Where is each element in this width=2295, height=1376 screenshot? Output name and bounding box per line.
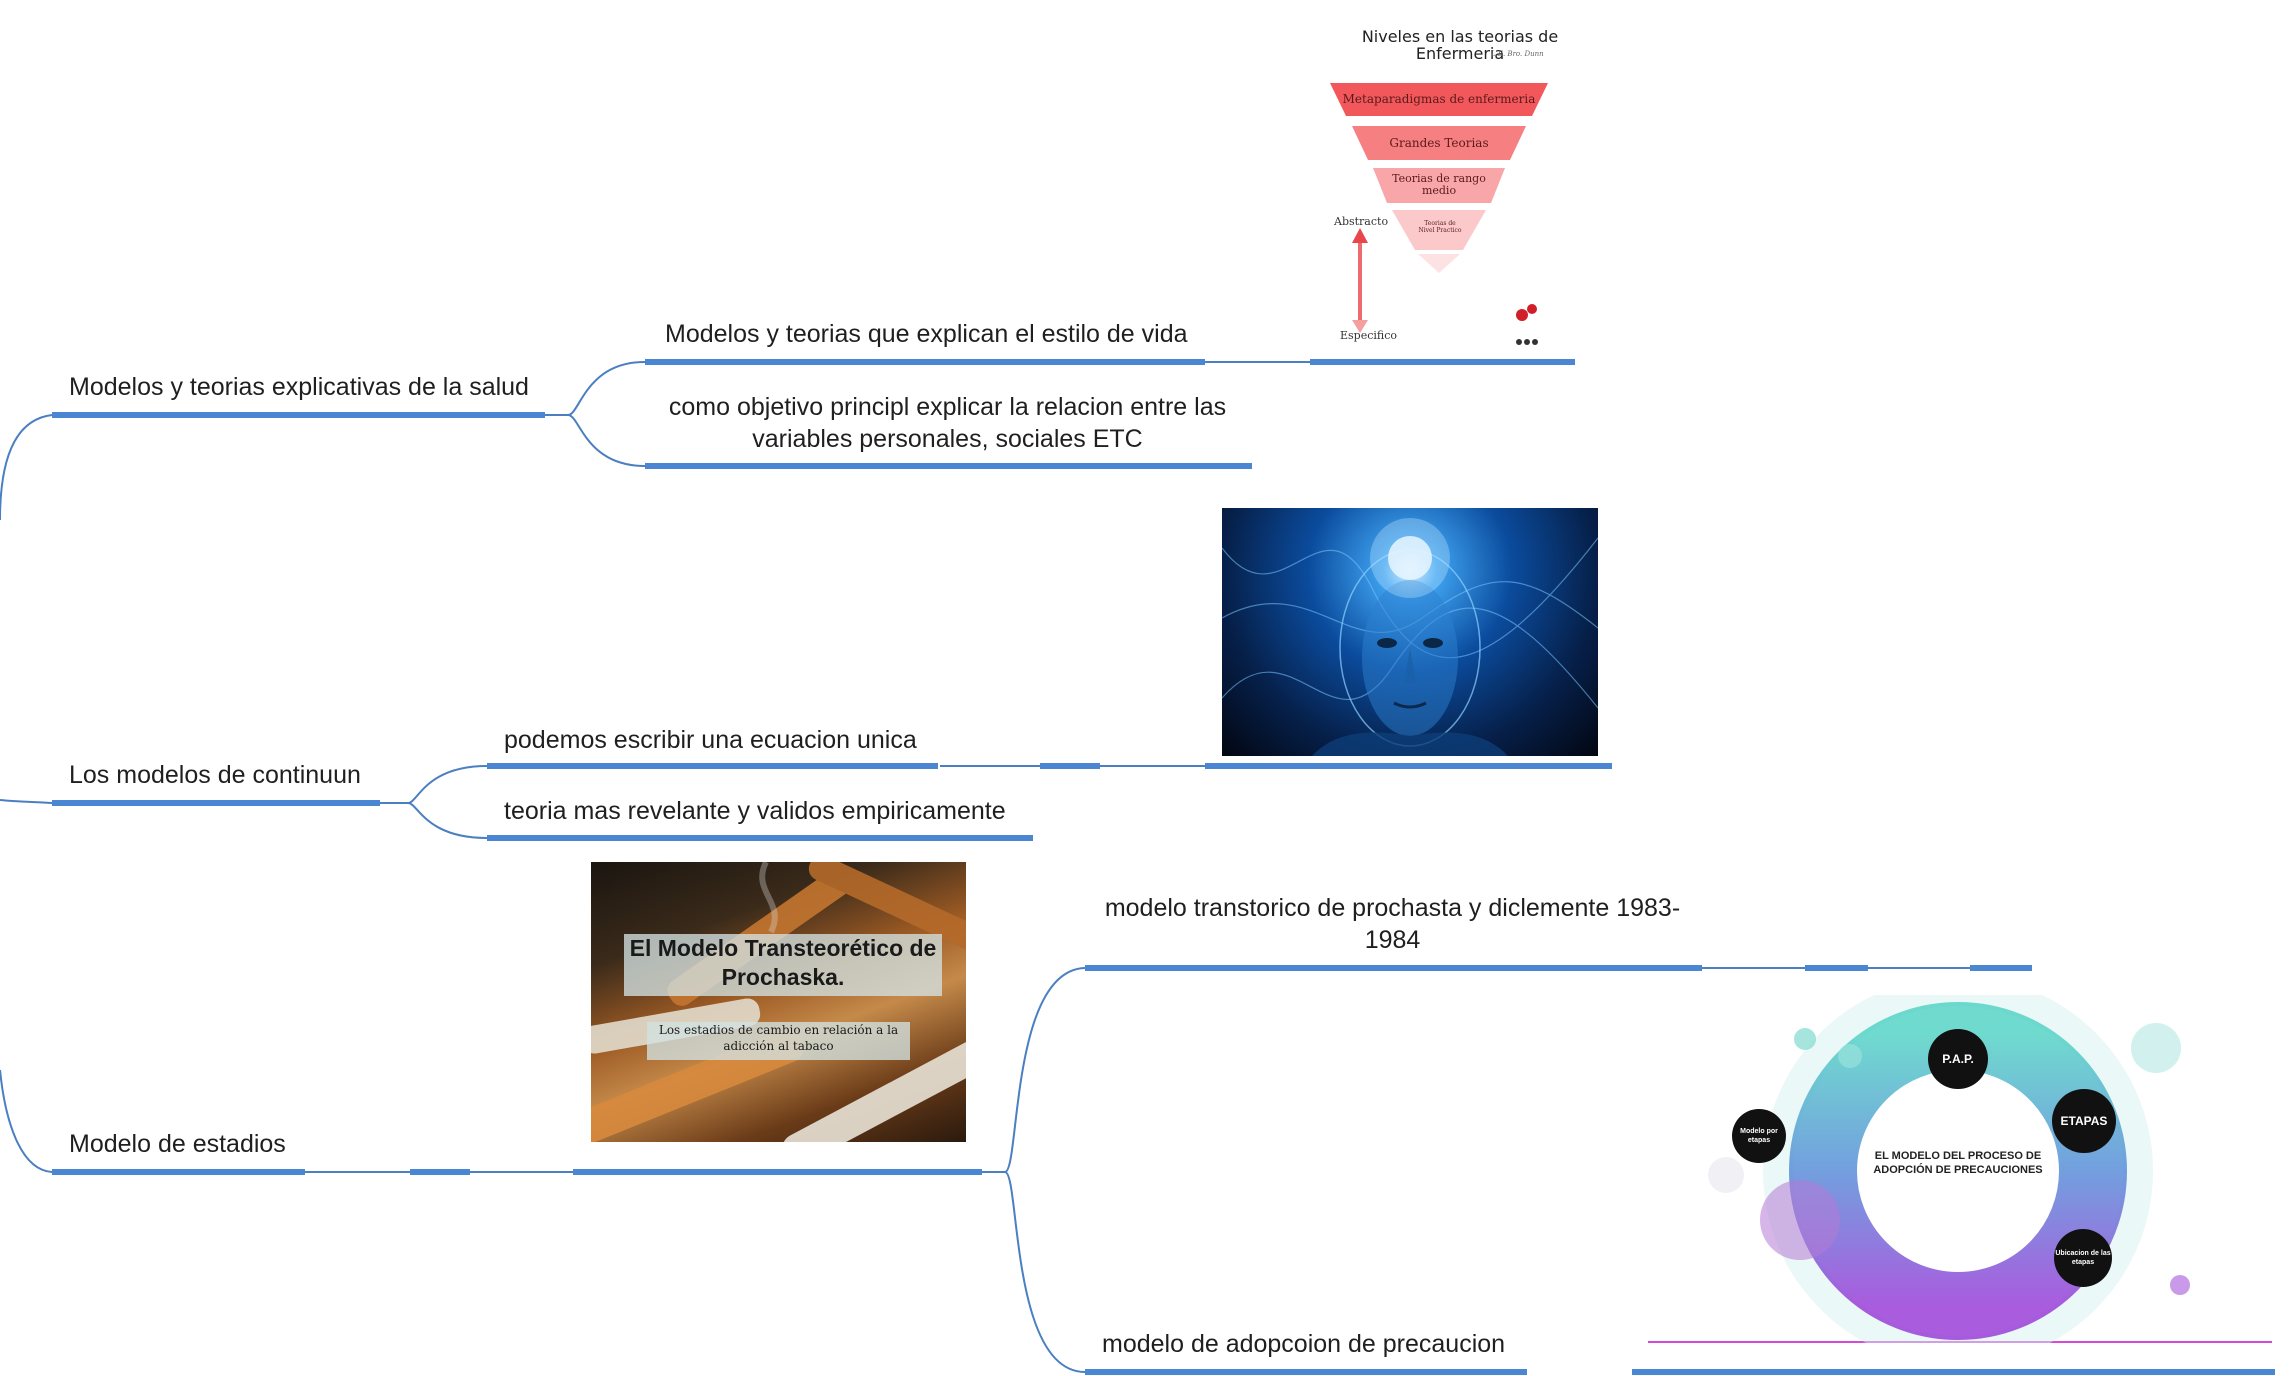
pyramid-shape: [1330, 83, 1548, 345]
pyramid-label-rango-medio: Teorias de rango medio: [1392, 172, 1486, 197]
axis-label-abstracto: Abstracto: [1334, 215, 1389, 228]
subtopic-estilo-de-vida[interactable]: Modelos y teorias que explican el estilo…: [665, 320, 1188, 348]
pap-node-pap: P.A.P.: [1928, 1029, 1988, 1089]
axis-label-especifico: Especifico: [1340, 329, 1398, 342]
pap-center-label: EL MODELO DEL PROCESO DE ADOPCIÓN DE PRE…: [1873, 1150, 2043, 1176]
logo-mark: [1516, 309, 1528, 321]
subtopic-ecuacion-unica[interactable]: podemos escribir una ecuacion unica: [504, 726, 917, 754]
prochaska-title: El Modelo Transteorético de Prochaska.: [624, 934, 942, 996]
topic-modelos-continuun[interactable]: Los modelos de continuun: [69, 761, 361, 789]
topic-modelo-estadios[interactable]: Modelo de estadios: [69, 1130, 286, 1158]
pyramid-signature: L.E. Bro. Dunn: [1491, 50, 1544, 58]
digital-head-image[interactable]: [1222, 508, 1598, 756]
subtopic-objetivo-principal[interactable]: como objetivo principl explicar la relac…: [668, 393, 1227, 453]
prochaska-model-image[interactable]: El Modelo Transteorético de Prochaska. L…: [591, 862, 966, 1142]
pyramid-level-1: [1330, 83, 1548, 116]
topic-modelos-teorias-salud[interactable]: Modelos y teorias explicativas de la sal…: [69, 373, 529, 401]
pyramid-tip: [1418, 254, 1460, 273]
pyramid-level-2: [1352, 126, 1526, 160]
subtopic-adopcion-precaucion[interactable]: modelo de adopcoion de precaucion: [1102, 1330, 1506, 1358]
pyramid-level-4: [1392, 210, 1486, 250]
head-illustration: [1222, 518, 1598, 756]
cigarettes-illustration: [591, 862, 966, 1142]
prochaska-subtitle: Los estadios de cambio en relación a la …: [647, 1022, 910, 1060]
pyramid-label-grandes: Grandes Teorias: [1389, 136, 1489, 150]
subtopic-teoria-relevante[interactable]: teoria mas revelante y validos empiricam…: [504, 797, 1006, 825]
pap-node-ubicacion: Ubicacion de las etapas: [2054, 1229, 2112, 1287]
pyramid-level-3: [1373, 168, 1505, 203]
axis-arrow-up: [1352, 228, 1368, 243]
pyramid-label-metaparadigmas: Metaparadigmas de enfermeria: [1342, 92, 1536, 106]
pyramid-title: Niveles en las teorias de Enfermeria: [1361, 27, 1559, 63]
pyramid-label-practico: Teorias de Nivel Practico: [1418, 220, 1462, 234]
nursing-theory-levels-image[interactable]: Niveles en las teorias de Enfermeria L.E…: [1310, 18, 1610, 353]
axis-arrow-down: [1352, 320, 1368, 333]
pap-node-etapas: ETAPAS: [2052, 1089, 2116, 1153]
pap-node-modelo-etapas: Modelo por etapas: [1732, 1109, 1786, 1163]
pap-model-image[interactable]: EL MODELO DEL PROCESO DE ADOPCIÓN DE PRE…: [1640, 995, 2274, 1343]
subtopic-modelo-transteorico[interactable]: modelo transtorico de prochasta y diclem…: [1104, 894, 1681, 954]
